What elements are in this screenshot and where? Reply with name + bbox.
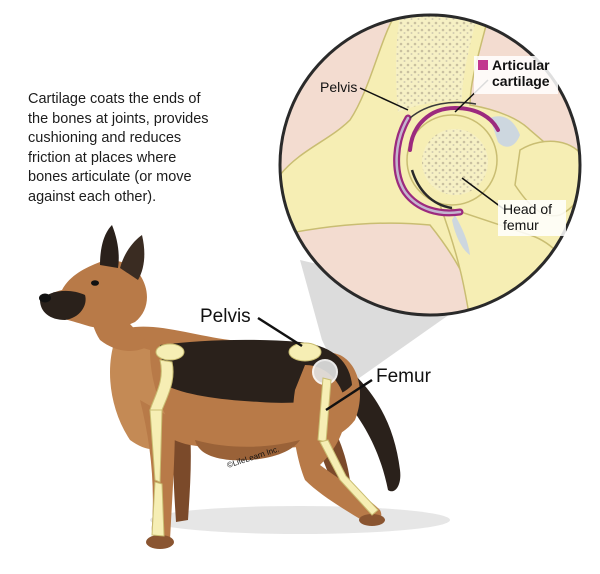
dog-eye	[91, 280, 99, 286]
head-label-bg	[498, 200, 566, 236]
front-leg-bones	[149, 359, 174, 537]
near-hind-leg	[293, 365, 382, 523]
head-femur-label-line2: femur	[503, 217, 539, 233]
caption-line: friction at places where	[28, 149, 177, 166]
articular-label-line2: cartilage	[492, 73, 550, 89]
head-femur-label-line1: Head of	[503, 201, 552, 217]
femur-body-pointer	[325, 378, 373, 412]
ligament-upper	[490, 116, 520, 147]
femoral-head-spongy	[422, 129, 488, 195]
dog-muzzle	[40, 290, 86, 320]
body-pelvis-label: Pelvis	[200, 306, 251, 327]
near-front-paw	[146, 535, 174, 549]
caption-line: Cartilage coats the ends of	[28, 91, 201, 107]
scapula-bone	[155, 343, 185, 361]
caption-line: the bones at joints, provides	[28, 110, 209, 127]
articular-label-line1: Articular	[492, 57, 550, 73]
inset-pelvis-label: Pelvis	[320, 79, 357, 95]
far-front-leg	[173, 430, 191, 522]
pelvis-spongy-bone	[395, 15, 478, 112]
dog-ear-right	[120, 235, 145, 280]
pelvis-body-pointer	[257, 316, 303, 348]
caption-line: against each other).	[28, 188, 157, 205]
dog-nose	[39, 293, 51, 303]
dog-ear-left	[100, 225, 119, 268]
ligament-lower	[452, 215, 470, 255]
cartilage-description: Cartilage coats the ends of the bones at…	[28, 90, 273, 207]
caption-line: bones articulate (or move	[28, 169, 192, 185]
cartilage-legend-swatch	[478, 60, 488, 70]
pelvis-bone-dog	[288, 342, 322, 362]
ground-shadow	[150, 506, 450, 534]
near-hind-paw	[359, 514, 385, 526]
tibia-bone-dog	[319, 439, 379, 516]
dog-belly	[195, 440, 300, 461]
dog-illustration	[39, 225, 450, 549]
head-cartilage	[408, 105, 500, 152]
caption-line: cushioning and reduces	[28, 130, 182, 146]
head-femur-pointer	[461, 177, 506, 211]
body-femur-label: Femur	[376, 366, 432, 387]
pelvis-inset-pointer	[359, 87, 409, 111]
